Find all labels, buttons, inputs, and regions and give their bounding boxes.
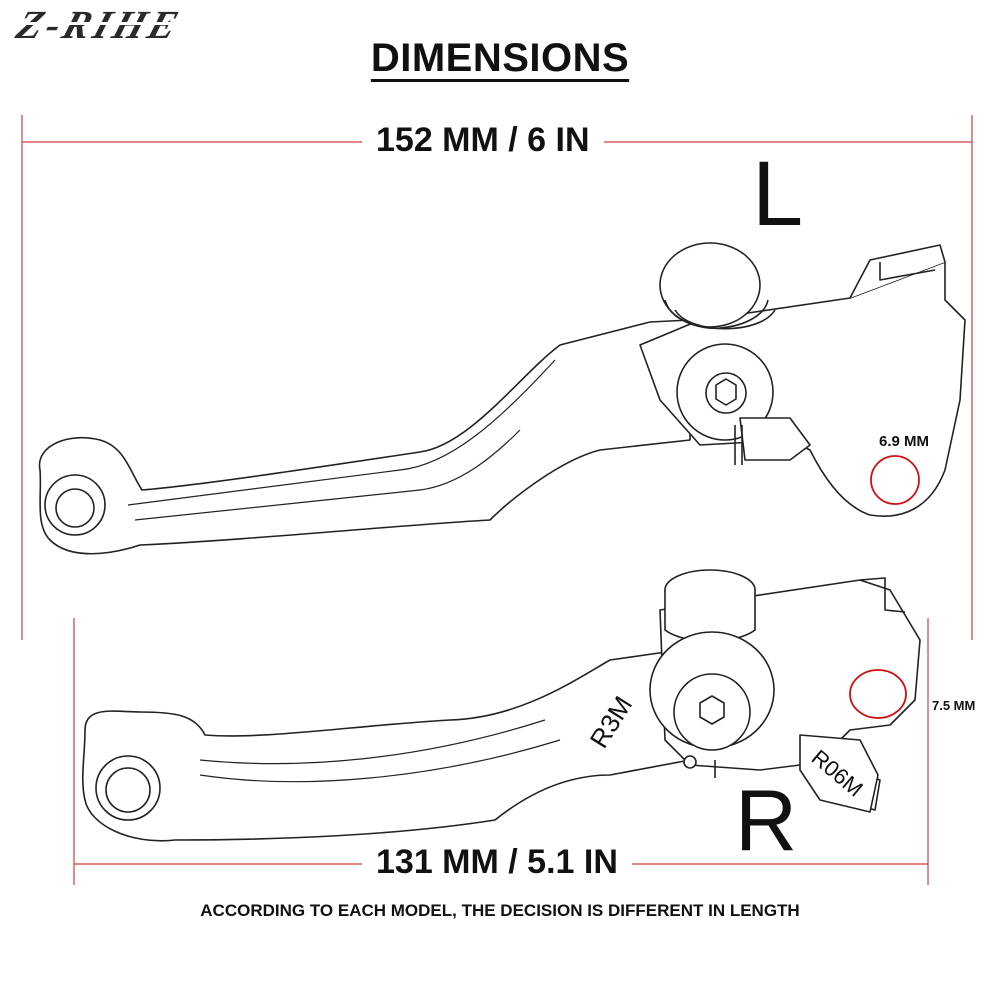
- right-lever-drawing: [81, 569, 921, 842]
- brand-logo: Z-RIHE: [10, 2, 324, 46]
- right-side-label: R: [735, 773, 798, 869]
- top-length-label: 152 MM / 6 IN: [362, 121, 604, 160]
- left-hole-ring: [870, 455, 920, 505]
- footnote: ACCORDING TO EACH MODEL, THE DECISION IS…: [200, 901, 800, 920]
- left-lever-drawing: [38, 242, 966, 555]
- bottom-length-label: 131 MM / 5.1 IN: [362, 843, 632, 882]
- page-title: DIMENSIONS: [370, 36, 630, 80]
- right-hole-label: 7.5 MM: [932, 698, 976, 713]
- left-hole-label: 6.9 MM: [879, 433, 930, 450]
- right-hole-ring: [849, 669, 907, 719]
- left-side-label: L: [752, 143, 804, 245]
